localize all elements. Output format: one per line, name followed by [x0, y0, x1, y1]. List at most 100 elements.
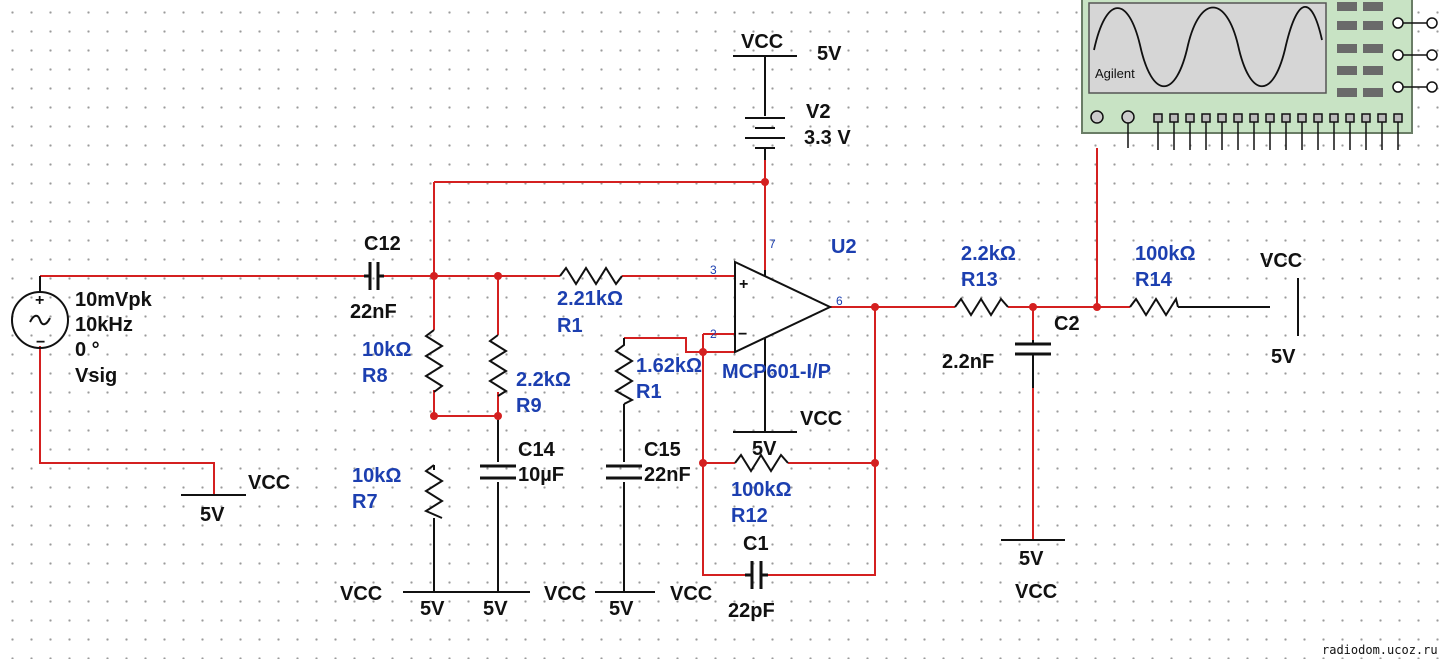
vcc-label-5: VCC — [800, 408, 842, 430]
junctions — [430, 178, 1101, 467]
junction-dot — [761, 178, 769, 186]
resistor-r14-icon — [1129, 296, 1179, 317]
vcc-label-right: VCC — [1260, 250, 1302, 272]
r13-name: R13 — [961, 269, 998, 291]
vcc-label-c1: VCC — [670, 583, 712, 605]
r12-value: 100kΩ — [731, 479, 792, 501]
ac-source-icon: + − — [11, 291, 69, 351]
source-frequency: 10kHz — [75, 314, 133, 336]
vcc-value-2: 5V — [420, 598, 445, 620]
c15-name: C15 — [644, 439, 681, 461]
pin-7-label: 7 — [769, 237, 776, 251]
source-name: Vsig — [75, 365, 117, 387]
resistor-r13-icon — [954, 297, 1009, 317]
v2-value: 3.3 V — [804, 127, 851, 149]
c14-value: 10µF — [518, 464, 564, 486]
scope-side-terminals — [1392, 17, 1438, 93]
capacitor-c1-icon — [745, 561, 768, 589]
wires-red — [39, 148, 1130, 576]
capacitor-c14-icon — [480, 464, 516, 480]
v2-name: V2 — [806, 101, 830, 123]
c12-name: C12 — [364, 233, 401, 255]
opamp-u2-icon: + − — [734, 260, 833, 354]
c2-name: C2 — [1054, 313, 1080, 335]
c12-value: 22nF — [350, 301, 397, 323]
pin-3-label: 3 — [710, 263, 717, 277]
r9-value: 2.2kΩ — [516, 369, 571, 391]
source-phase: 0 ° — [75, 339, 100, 361]
resistor-r9-icon — [488, 334, 508, 397]
vcc-value-top: 5V — [817, 43, 842, 65]
capacitor-c15-icon — [606, 464, 642, 480]
watermark: radiodom.ucoz.ru — [1322, 643, 1438, 657]
source-amplitude: 10mVpk — [75, 289, 153, 311]
scope-buttons[interactable] — [1337, 2, 1383, 97]
junction-dot — [699, 459, 707, 467]
wire-mid — [433, 390, 499, 417]
svg-text:−: − — [36, 334, 45, 351]
scope-waveform — [1093, 6, 1323, 88]
r8-value: 10kΩ — [362, 339, 411, 361]
svg-text:+: + — [35, 292, 44, 309]
wire-fb-left — [702, 334, 745, 576]
r7-value: 10kΩ — [352, 465, 401, 487]
vcc-label-6: VCC — [1015, 581, 1057, 603]
vcc-value-5: 5V — [752, 438, 777, 460]
resistor-r8-icon — [424, 329, 444, 393]
vcc-value-3: 5V — [483, 598, 508, 620]
wire-c1-right — [768, 307, 876, 576]
r1b-value: 1.62kΩ — [636, 355, 702, 377]
r14-name: R14 — [1135, 269, 1173, 291]
junction-dot — [871, 459, 879, 467]
scope-logic-pins — [1153, 113, 1403, 150]
vcc-value-4: 5V — [609, 598, 634, 620]
u2-part: MCP601-I/P — [722, 361, 831, 383]
pin-2-label: 2 — [710, 327, 717, 341]
junction-dot — [699, 348, 707, 356]
c1-value: 22pF — [728, 600, 775, 622]
oscilloscope[interactable]: Agilent — [1081, 0, 1438, 150]
u2-name: U2 — [831, 236, 857, 258]
wire-r1b-top — [624, 337, 735, 353]
junction-dot — [430, 272, 438, 280]
r1b-name: R1 — [636, 381, 662, 403]
r13-value: 2.2kΩ — [961, 243, 1016, 265]
vcc-label-4: VCC — [544, 583, 586, 605]
r12-name: R12 — [731, 505, 768, 527]
scope-screen — [1088, 2, 1327, 94]
c15-value: 22nF — [644, 464, 691, 486]
svg-text:+: + — [739, 276, 748, 293]
battery-v2-icon — [745, 90, 785, 160]
resistor-r1a-icon — [559, 266, 623, 286]
capacitor-c2-icon — [1015, 340, 1051, 388]
vcc-label-1: VCC — [248, 472, 290, 494]
scope-brand: Agilent — [1095, 66, 1135, 81]
vcc-value-6: 5V — [1019, 548, 1044, 570]
vcc-value-1: 5V — [200, 504, 225, 526]
r7-name: R7 — [352, 491, 378, 513]
wire-source-gnd — [39, 346, 215, 495]
resistor-r7-icon — [423, 464, 444, 519]
c14-name: C14 — [518, 439, 556, 461]
r1a-value: 2.21kΩ — [557, 288, 623, 310]
junction-dot — [494, 272, 502, 280]
c2-value: 2.2nF — [942, 351, 994, 373]
capacitor-c12-icon — [364, 262, 384, 290]
junction-dot — [1029, 303, 1037, 311]
junction-dot — [430, 412, 438, 420]
junction-dot — [494, 412, 502, 420]
r14-value: 100kΩ — [1135, 243, 1196, 265]
r9-name: R9 — [516, 395, 542, 417]
scope-probe-terminals — [1090, 110, 1135, 148]
vcc-label-top: VCC — [741, 31, 783, 53]
r8-name: R8 — [362, 365, 388, 387]
c1-name: C1 — [743, 533, 769, 555]
pin-6-label: 6 — [836, 294, 843, 308]
resistor-r12-icon — [734, 453, 789, 473]
junction-dot — [871, 303, 879, 311]
r1a-name: R1 — [557, 315, 583, 337]
junction-dot — [1093, 303, 1101, 311]
svg-text:−: − — [738, 326, 747, 343]
wires-black — [39, 55, 1299, 593]
